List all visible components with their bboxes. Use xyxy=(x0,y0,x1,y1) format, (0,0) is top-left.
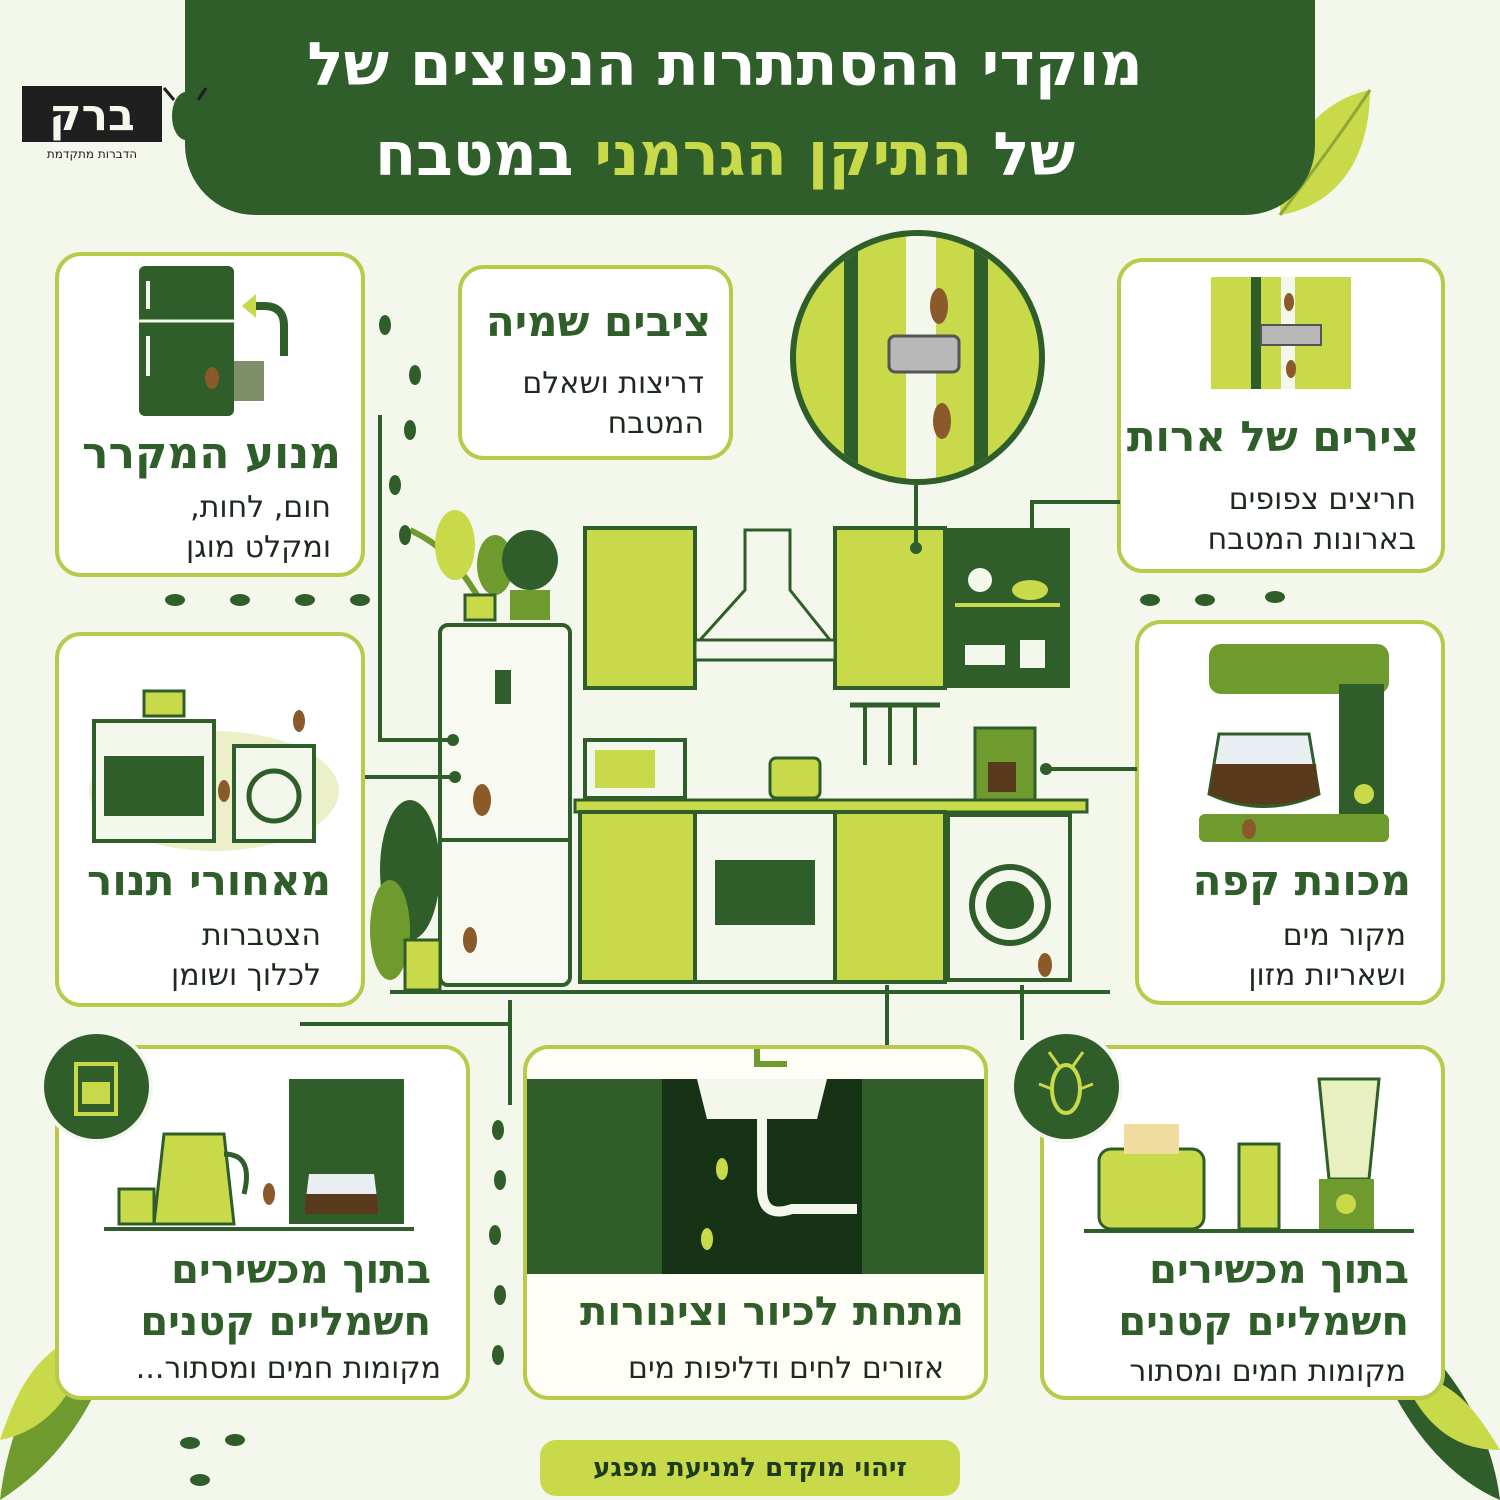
connector-dot xyxy=(1040,763,1052,775)
connector-line xyxy=(508,1000,512,1105)
title-line2-post: במטבח xyxy=(374,120,574,190)
connector-line xyxy=(1045,767,1137,771)
card-title: בתוך מכשירים חשמליים קטנים xyxy=(140,1247,431,1345)
title-line2-pre: של xyxy=(993,120,1076,190)
connector-dot xyxy=(910,542,922,554)
page-title-line2: של התיקן הגרמני במטבח xyxy=(205,115,1245,195)
cockroach-trail-icon xyxy=(180,1434,245,1486)
hinge-closeup xyxy=(790,230,1045,485)
card-coffee-machine: מכונת קפה מקור מים ושאריות מזון xyxy=(1135,620,1445,1005)
card-text: דריצות ושאלם המטבח xyxy=(522,366,704,441)
connector-line xyxy=(365,775,455,779)
connector-line xyxy=(914,485,918,545)
card-text: הצטברות לכלוך ושומן xyxy=(171,918,321,993)
hinge-icon xyxy=(1211,277,1351,389)
fridge-icon xyxy=(139,266,288,416)
card-text: אזורים לחים ודליפות מים xyxy=(628,1351,944,1386)
card-text: מקומות חמים ומסתור xyxy=(1129,1354,1406,1389)
cockroach-badge-icon xyxy=(1010,1030,1123,1143)
page-title-line1: מוקדי ההסתתרות הנפוצים של xyxy=(307,30,1143,100)
card-title: מאחורי תנור xyxy=(87,856,331,905)
card-text: מקור מים ושאריות מזון xyxy=(1248,918,1406,993)
stove-icon xyxy=(74,1062,118,1116)
connector-line xyxy=(378,415,382,740)
card-title: מתחת לכיור וצינורות xyxy=(580,1289,964,1335)
card-text: חום, לחות, ומקלט מוגן xyxy=(186,490,331,565)
connector-dot xyxy=(449,771,461,783)
connector-line xyxy=(1030,500,1034,555)
cockroach-icon xyxy=(1038,1051,1094,1115)
company-logo: ברק הדברות מתקדמת xyxy=(18,82,208,162)
cockroach-trail-icon xyxy=(489,1120,506,1365)
connector-dot xyxy=(1026,550,1038,562)
card-title: צירים של ארות xyxy=(1126,412,1419,461)
title-line2-highlight: התיקן הגרמני xyxy=(594,120,973,190)
sink-pipes-icon xyxy=(527,1049,984,1274)
connector-dot xyxy=(447,734,459,746)
card-title: ציבים שמיה xyxy=(485,297,711,346)
card-title: בתוך מכשירים חשמליים קטנים xyxy=(1118,1247,1409,1345)
connector-line xyxy=(378,738,453,742)
coffee-machine-icon xyxy=(1199,644,1389,842)
connector-line xyxy=(1020,985,1024,1040)
cockroach-trail-icon xyxy=(165,594,370,606)
kitchen-illustration xyxy=(370,510,1110,994)
connector-line xyxy=(885,985,889,1047)
kettle-coffee-icon xyxy=(104,1079,414,1231)
footer-banner: זיהוי מוקדם למניעת מפגע xyxy=(540,1440,960,1496)
card-title: מכונת קפה xyxy=(1192,856,1411,905)
toaster-blender-icon xyxy=(1084,1077,1414,1233)
card-sealings: ציבים שמיה דריצות ושאלם המטבח xyxy=(458,265,733,460)
connector-line xyxy=(300,1022,510,1026)
title-banner xyxy=(185,0,1315,215)
card-behind-oven: מאחורי תנור הצטברות לכלוך ושומן xyxy=(55,632,365,1007)
oven-badge-icon xyxy=(40,1030,153,1143)
card-title: מנוע המקרר xyxy=(82,428,341,479)
card-fridge-motor: מנוע המקרר חום, לחות, ומקלט מוגן xyxy=(55,252,365,577)
cockroach-trail-icon xyxy=(1140,591,1285,606)
card-text: חריצים צפופים בארונות המטבח xyxy=(1207,482,1416,557)
card-small-appliances-left: בתוך מכשירים חשמליים קטנים מקומות חמים ו… xyxy=(55,1045,470,1400)
connector-line xyxy=(1030,500,1120,504)
svg-text:ברק: ברק xyxy=(49,90,135,141)
card-cabinet-hinges: צירים של ארות חריצים צפופים בארונות המטב… xyxy=(1117,258,1445,573)
svg-text:הדברות מתקדמת: הדברות מתקדמת xyxy=(47,147,137,161)
cockroach-trail-icon xyxy=(379,315,421,545)
cabinet-hinge-icon xyxy=(844,236,988,479)
oven-washer-icon xyxy=(89,689,339,851)
card-under-sink: מתחת לכיור וצינורות אזורים לחים ודליפות … xyxy=(523,1045,988,1400)
card-text: מקומות חמים ומסתור... xyxy=(135,1351,441,1386)
cockroach-logo-icon: ברק הדברות מתקדמת xyxy=(22,86,208,161)
